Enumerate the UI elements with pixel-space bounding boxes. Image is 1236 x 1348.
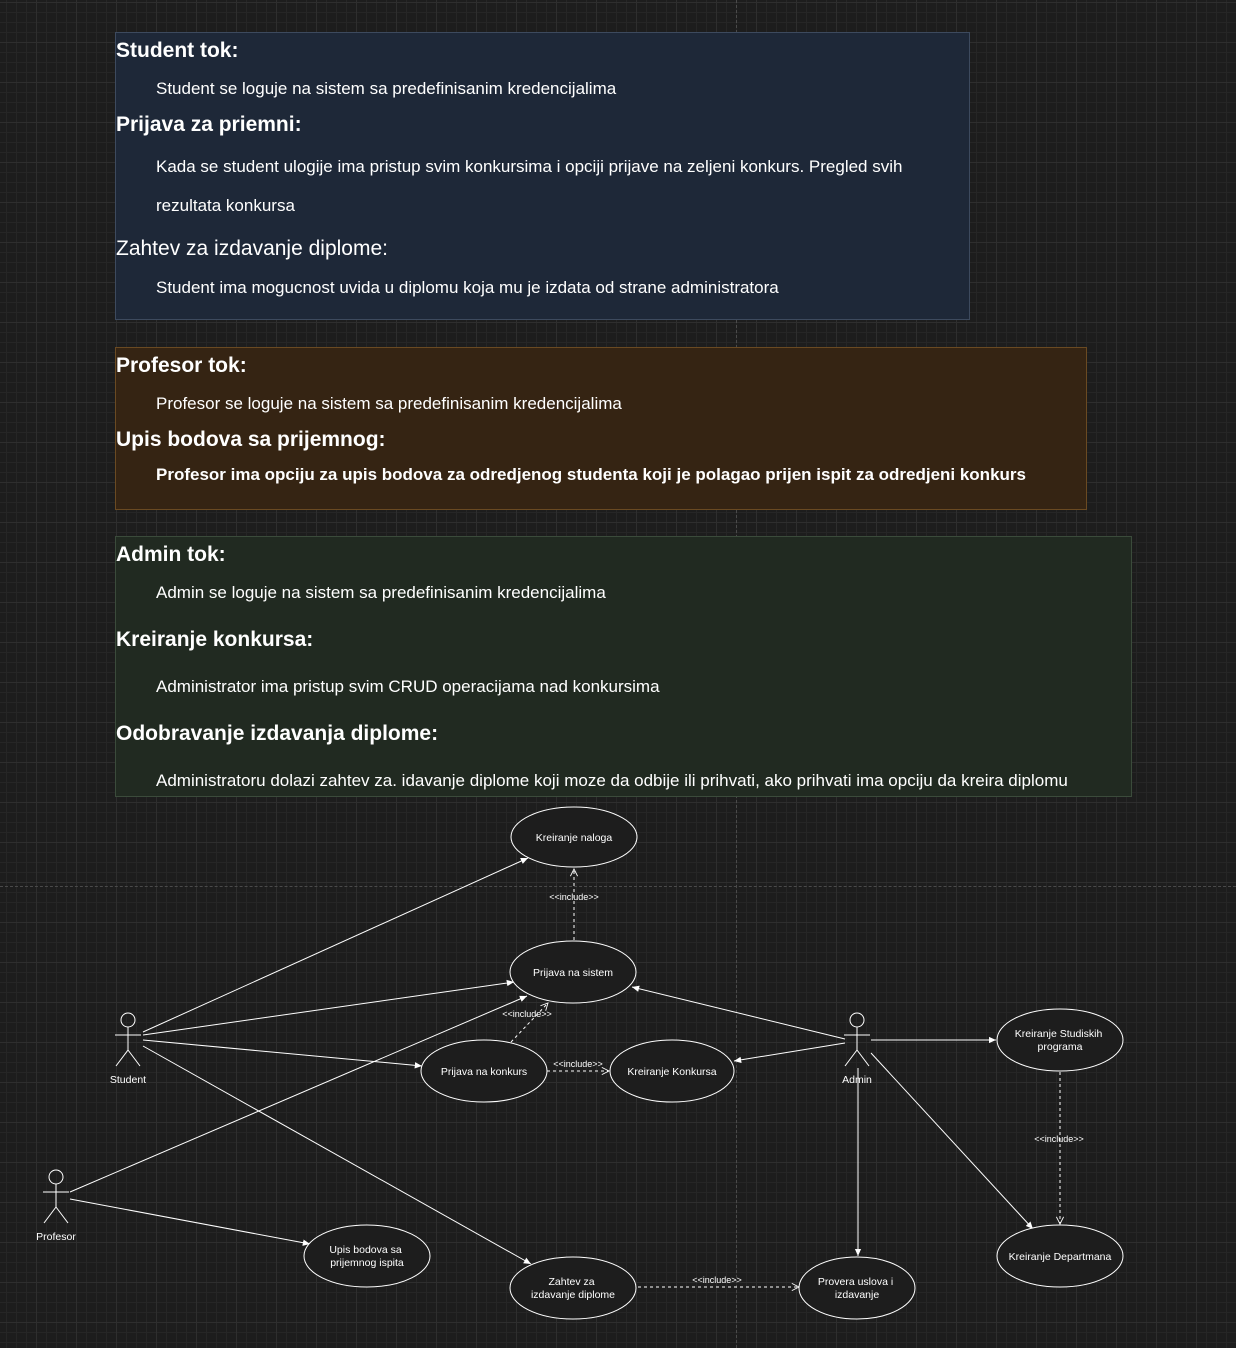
profesor-flow-heading: Profesor tok:: [116, 354, 247, 377]
assoc-admin-kreiranje-departmana: [870, 1052, 1034, 1230]
actor-profesor[interactable]: [43, 1169, 69, 1224]
student-flow-heading: Student tok:: [116, 39, 239, 62]
usecase-label-kreiranje-departmana: Kreiranje Departmana: [1009, 1251, 1112, 1263]
student-diploma-heading: Zahtev za izdavanje diplome:: [116, 237, 388, 260]
usecase-prijava-na-konkurs[interactable]: [420, 1039, 548, 1103]
admin-diploma-heading: Odobravanje izdavanja diplome:: [116, 722, 439, 745]
profesor-upis-heading: Upis bodova sa prijemnog:: [116, 428, 386, 451]
usecase-label-kreiranje-naloga: Kreiranje naloga: [536, 832, 613, 844]
usecase-kreiranje-studijskih-programa[interactable]: [996, 1008, 1124, 1072]
include-prijava-konkurs-prijava-sistem: [510, 1003, 548, 1043]
horizontal-guide-line: [0, 886, 1236, 887]
usecase-zahtev-za-izdavanje-diplome[interactable]: [509, 1256, 637, 1320]
usecase-upis-bodova[interactable]: [303, 1224, 431, 1288]
student-flow-intro: Student se loguje na sistem sa predefini…: [156, 79, 617, 98]
usecase-label-upis-bodova: Upis bodova sa prijemnog ispita: [329, 1244, 404, 1269]
profesor-upis-text: Profesor ima opciju za upis bodova za od…: [156, 465, 1026, 484]
admin-konkurs-heading: Kreiranje konkursa:: [116, 628, 314, 651]
admin-diploma-text: Administratoru dolazi zahtev za. idavanj…: [156, 771, 1068, 790]
actor-admin-head-icon: [849, 1012, 865, 1028]
usecase-label-kreiranje-konkursa: Kreiranje Konkursa: [627, 1066, 716, 1078]
usecase-label-kreiranje-studijskih: Kreiranje Studiskih programa: [1015, 1028, 1105, 1053]
assoc-student-prijava-konkurs: [142, 1039, 423, 1069]
profesor-flow-intro: Profesor se loguje na sistem sa predefin…: [156, 394, 622, 413]
include-label-naloga: <<include>>: [549, 892, 599, 902]
admin-konkurs-text: Administrator ima pristup svim CRUD oper…: [156, 677, 660, 696]
actor-student-label: Student: [110, 1074, 146, 1086]
usecase-label-prijava-na-sistem: Prijava na sistem: [533, 967, 613, 979]
assoc-profesor-upis-bodova: [69, 1198, 311, 1246]
assoc-admin-prijava-sistem: [631, 985, 846, 1040]
student-prijava-text-line2: rezultata konkursa: [156, 196, 295, 215]
include-label-sistem: <<include>>: [502, 1009, 552, 1019]
actor-student[interactable]: [115, 1012, 141, 1067]
include-labels: <<include>> <<include>> <<include>> <<in…: [502, 892, 1084, 1285]
actor-profesor-head-icon: [48, 1169, 64, 1185]
student-prijava-heading: Prijava za priemni:: [116, 113, 302, 136]
usecase-provera-uslova[interactable]: [798, 1256, 916, 1320]
include-label-provera: <<include>>: [692, 1275, 742, 1285]
actor-student-head-icon: [120, 1012, 136, 1028]
use-case-labels: Kreiranje naloga Prijava na sistem Prija…: [329, 832, 1111, 1301]
include-label-departmana: <<include>>: [1034, 1134, 1084, 1144]
include-label-konkursa: <<include>>: [553, 1059, 603, 1069]
assoc-student-kreiranje-naloga: [142, 857, 529, 1033]
usecase-label-provera-uslova: Provera uslova i izdavanje: [818, 1276, 896, 1301]
usecase-label-zahtev-diplome: Zahtev za izdavanje diplome: [531, 1276, 615, 1301]
actor-admin[interactable]: [844, 1012, 870, 1067]
admin-flow-heading: Admin tok:: [116, 543, 226, 566]
actor-admin-label: Admin: [842, 1074, 872, 1086]
student-diploma-text: Student ima mogucnost uvida u diplomu ko…: [156, 278, 779, 297]
admin-flow-box[interactable]: [115, 536, 1132, 797]
usecase-kreiranje-naloga[interactable]: [510, 806, 638, 868]
assoc-student-prijava-sistem: [142, 979, 515, 1036]
profesor-flow-box[interactable]: [115, 347, 1087, 510]
student-flow-box[interactable]: [115, 32, 970, 320]
actor-profesor-label: Profesor: [36, 1231, 76, 1243]
association-lines: [69, 857, 1034, 1265]
assoc-profesor-prijava-sistem: [69, 995, 528, 1193]
student-prijava-text-line1: Kada se student ulogije ima pristup svim…: [156, 157, 903, 176]
assoc-student-zahtev-diplome: [142, 1045, 532, 1265]
assoc-admin-kreiranje-konkursa: [733, 1042, 846, 1064]
usecase-kreiranje-departmana[interactable]: [996, 1224, 1124, 1288]
usecase-prijava-na-sistem[interactable]: [509, 940, 637, 1004]
usecase-label-prijava-na-konkurs: Prijava na konkurs: [441, 1066, 527, 1078]
admin-flow-intro: Admin se loguje na sistem sa predefinisa…: [156, 583, 606, 602]
usecase-kreiranje-konkursa[interactable]: [609, 1039, 735, 1103]
include-dependencies: [510, 869, 1060, 1287]
use-cases: [303, 806, 1124, 1320]
